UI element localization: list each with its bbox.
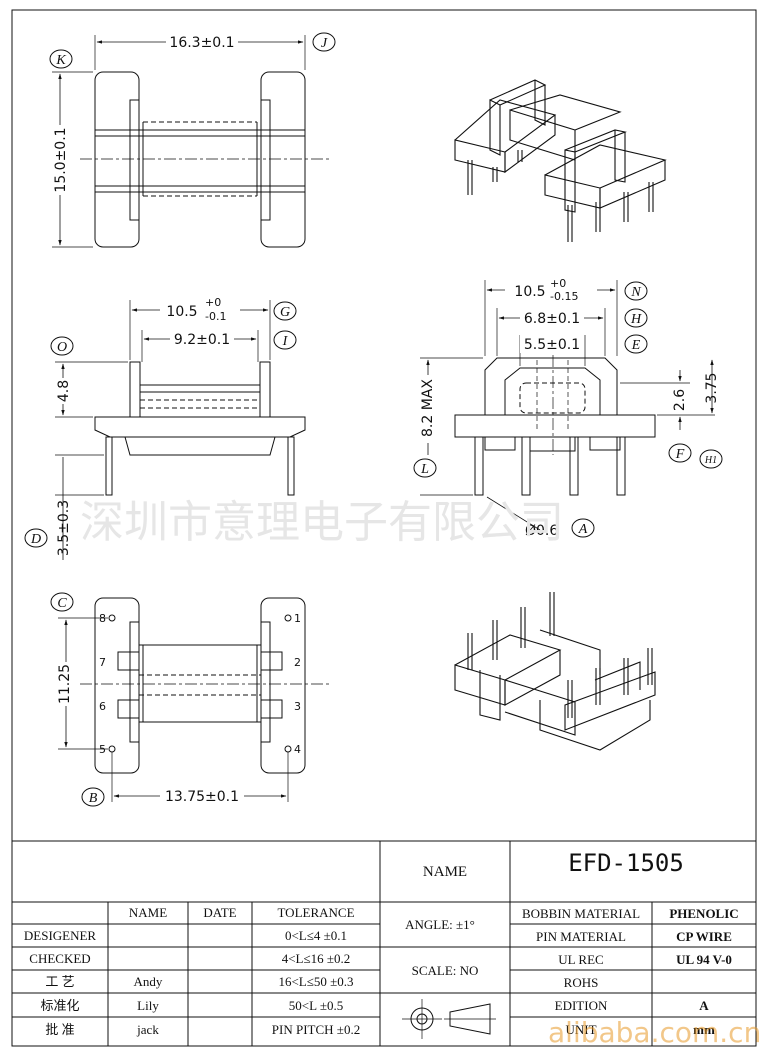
alibaba-watermark: alibaba.com.cn: [548, 1016, 761, 1049]
front-dim-375: 3.75: [704, 372, 720, 403]
front-window-dim: 5.5±0.1: [524, 337, 580, 353]
bottom-pitch-dim: 11.25: [57, 664, 73, 704]
side-inner-dim: 9.2±0.1: [174, 332, 230, 348]
pin-2: 2: [294, 656, 301, 669]
spec-value: UL 94 V-0: [676, 952, 732, 967]
col-date: DATE: [203, 905, 236, 920]
front-max-dim: 8.2 MAX: [420, 379, 436, 437]
top-width-dim: 16.3±0.1: [169, 35, 234, 51]
pin-5: 5: [99, 743, 106, 756]
iso-view-bottom: [454, 592, 656, 751]
watermark-text: 深圳市意理电子有限公司: [80, 497, 564, 548]
row-role: 标准化: [40, 998, 79, 1013]
spec-key: BOBBIN MATERIAL: [522, 906, 640, 921]
side-flange-dim: 10.5: [166, 304, 197, 320]
row-role: DESIGENER: [24, 928, 97, 943]
spec-value: mm: [693, 1022, 715, 1037]
label-n: N: [630, 285, 641, 300]
spec-key: EDITION: [555, 998, 608, 1013]
scale-text: SCALE: NO: [412, 963, 479, 978]
part-name: EFD-1505: [568, 849, 684, 877]
angle-text: ANGLE: ±1°: [405, 917, 475, 932]
side-height-dim: 4.8: [56, 380, 72, 402]
front-pin-dia: Ø0.6: [525, 523, 558, 539]
title-block: [12, 840, 756, 1046]
sheet-border: [11, 9, 757, 1047]
pin-3: 3: [294, 700, 301, 713]
row-role: 工 艺: [45, 974, 74, 989]
bottom-span-dim: 13.75±0.1: [165, 789, 239, 805]
label-e: E: [631, 338, 641, 353]
iso-view-top: [454, 79, 667, 242]
label-f: F: [675, 447, 685, 462]
label-g: G: [280, 305, 290, 320]
spec-key: PIN MATERIAL: [536, 929, 626, 944]
row-name: Lily: [137, 998, 159, 1013]
front-width-tol-plus: +0: [550, 277, 566, 290]
front-dim-26: 2.6: [672, 389, 688, 411]
front-core-dim: 6.8±0.1: [524, 311, 580, 327]
pin-4: 4: [294, 743, 301, 756]
label-d: D: [30, 532, 41, 547]
label-j: J: [321, 36, 328, 51]
spec-value: PHENOLIC: [669, 906, 738, 921]
row-name: jack: [136, 1022, 159, 1037]
pin-1: 1: [294, 612, 301, 625]
label-c: C: [57, 596, 67, 611]
row-tolerance: 16<L≤50 ±0.3: [278, 974, 353, 989]
side-view: [55, 300, 306, 560]
col-name: NAME: [129, 905, 167, 920]
spec-key: UNIT: [565, 1022, 596, 1037]
label-l: L: [420, 462, 429, 477]
label-o: O: [57, 340, 67, 355]
pin-8: 8: [99, 612, 106, 625]
front-width-tol-minus: -0.15: [550, 290, 578, 303]
side-flange-tol-minus: -0.1: [205, 310, 226, 323]
row-tolerance: PIN PITCH ±0.2: [272, 1022, 360, 1037]
label-a: A: [578, 522, 588, 537]
row-name: Andy: [134, 974, 163, 989]
spec-value: A: [699, 998, 709, 1013]
row-role: 批 准: [45, 1022, 74, 1037]
row-tolerance: 0<L≤4 ±0.1: [285, 928, 347, 943]
col-tolerance: TOLERANCE: [277, 905, 354, 920]
label-k: K: [55, 53, 66, 68]
side-pin-dim: 3.5±0.3: [56, 500, 72, 556]
name-label: NAME: [423, 864, 467, 880]
label-h: H: [630, 312, 642, 327]
top-height-dim: 15.0±0.1: [53, 127, 69, 192]
pin-6: 6: [99, 700, 106, 713]
label-b: B: [89, 791, 98, 806]
label-h1: H1: [704, 455, 717, 466]
row-tolerance: 4<L≤16 ±0.2: [282, 951, 351, 966]
spec-value: CP WIRE: [676, 929, 732, 944]
side-flange-tol-plus: +0: [205, 296, 221, 309]
row-tolerance: 50<L ±0.5: [289, 998, 343, 1013]
row-role: CHECKED: [29, 951, 90, 966]
top-view: [52, 35, 330, 248]
pin-7: 7: [99, 656, 106, 669]
spec-key: UL REC: [558, 952, 603, 967]
spec-key: ROHS: [564, 975, 599, 990]
front-width-dim: 10.5: [514, 284, 545, 300]
label-i: I: [282, 334, 289, 349]
